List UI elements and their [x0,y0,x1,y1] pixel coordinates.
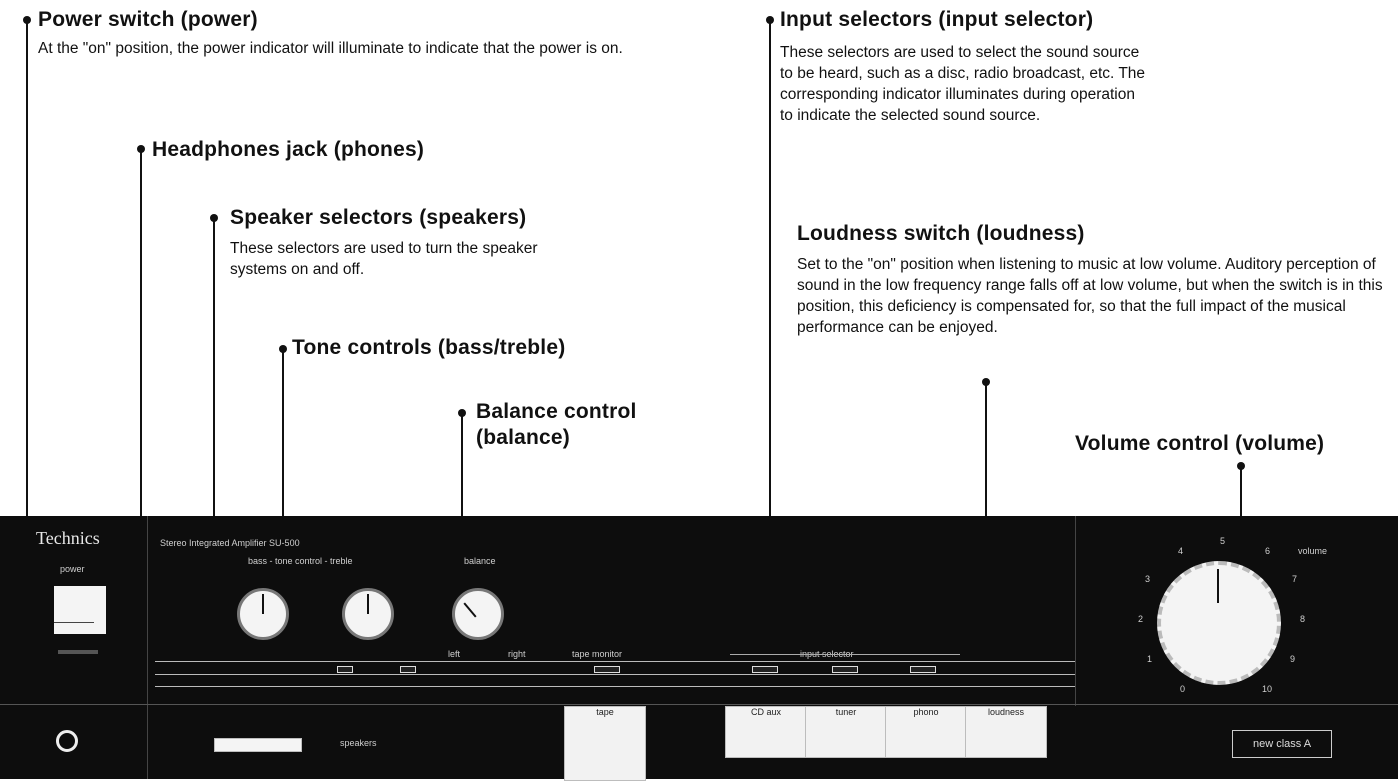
phono-button-label: phono [913,707,939,717]
speaker-selector-buttons[interactable] [214,738,302,752]
tape-button[interactable]: tape [564,706,646,781]
volume-callout-title: Volume control (volume) [1075,432,1325,455]
volume-mark-4: 4 [1178,546,1184,556]
balance-leader-dot [458,409,466,417]
volume-leader-dot [1237,462,1245,470]
power-indicator [58,650,98,654]
tone-leader-line [282,349,284,518]
lower-row-rule [0,704,1398,705]
speakers-leader-dot [210,214,218,222]
volume-mark-9: 9 [1290,654,1296,664]
volume-mark-2: 2 [1138,614,1144,624]
tuner-button[interactable]: tuner [805,706,887,758]
bass-knob[interactable] [237,588,289,640]
tone-leader-dot [279,345,287,353]
tuner-indicator [832,666,858,673]
power-callout-desc: At the "on" position, the power indicato… [38,40,623,57]
tone-callout-title: Tone controls (bass/treble) [292,336,566,359]
tape-monitor-label: tape monitor [572,649,623,659]
input-leader-line [769,20,771,518]
speakers-callout-title: Speaker selectors (speakers) [230,206,527,229]
power-label: power [60,564,85,574]
speakers-callout-desc: These selectors are used to turn the spe… [230,240,538,278]
volume-mark-0: 0 [1180,684,1186,694]
loudness-button-label: loudness [987,707,1025,717]
panel-rule-2 [155,674,1075,675]
loudness-leader-dot [982,378,990,386]
balance-callout-title-line1: Balance control [476,400,637,423]
volume-knob[interactable] [1157,561,1281,685]
amplifier-front-panel: Technics power Stereo Integrated Amplifi… [0,516,1398,781]
loudness-leader-line [985,382,987,518]
volume-label: volume [1298,546,1328,556]
phono-indicator [910,666,936,673]
volume-mark-7: 7 [1292,574,1298,584]
power-callout-title: Power switch (power) [38,8,258,31]
headphones-jack[interactable] [56,730,78,752]
volume-mark-8: 8 [1300,614,1306,624]
power-leader-dot [23,16,31,24]
volume-mark-1: 1 [1147,654,1153,664]
balance-callout-title-line2: (balance) [476,426,570,449]
volume-leader-line [1240,466,1242,518]
new-class-a-text: new class A [1252,738,1312,750]
phono-button[interactable]: phono [885,706,967,758]
headphones-leader-line [140,149,142,518]
brand-logo: Technics [36,528,100,548]
speakers-leader-line [213,218,215,518]
loudness-button[interactable]: loudness [965,706,1047,758]
power-switch[interactable] [54,586,106,634]
input-callout-title: Input selectors (input selector) [780,8,1094,31]
cd-aux-button-label: CD aux [750,707,781,717]
panel-rule-3 [155,686,1075,687]
cd-aux-button[interactable]: CD aux [725,706,807,758]
balance-leader-line [461,413,463,518]
tuner-button-label: tuner [835,707,857,717]
volume-mark-5: 5 [1220,536,1226,546]
new-class-a-badge: new class A [1232,730,1332,758]
treble-knob[interactable] [342,588,394,640]
panel-rule-1 [155,661,1075,662]
loudness-callout-title: Loudness switch (loudness) [797,222,1085,245]
headphones-leader-dot [137,145,145,153]
tone-control-label: bass - tone control - treble [248,556,353,566]
volume-mark-10: 10 [1262,684,1273,694]
volume-mark-6: 6 [1265,546,1271,556]
balance-right-label: right [508,649,526,659]
speakers-label: speakers [340,738,377,748]
balance-knob[interactable] [452,588,504,640]
speaker-a-indicator [337,666,353,673]
input-callout-desc: These selectors are used to select the s… [780,44,1146,124]
model-name: Stereo Integrated Amplifier SU-500 [160,538,300,548]
tape-indicator [594,666,620,673]
speaker-b-indicator [400,666,416,673]
headphones-callout-title: Headphones jack (phones) [152,138,425,161]
balance-left-label: left [448,649,461,659]
input-selector-arrow [730,654,960,655]
volume-mark-3: 3 [1145,574,1151,584]
input-leader-dot [766,16,774,24]
tape-button-label: tape [596,707,614,717]
balance-label: balance [464,556,496,566]
cd-aux-indicator [752,666,778,673]
power-leader-line [26,20,28,518]
loudness-callout-desc: Set to the "on" position when listening … [797,256,1383,336]
